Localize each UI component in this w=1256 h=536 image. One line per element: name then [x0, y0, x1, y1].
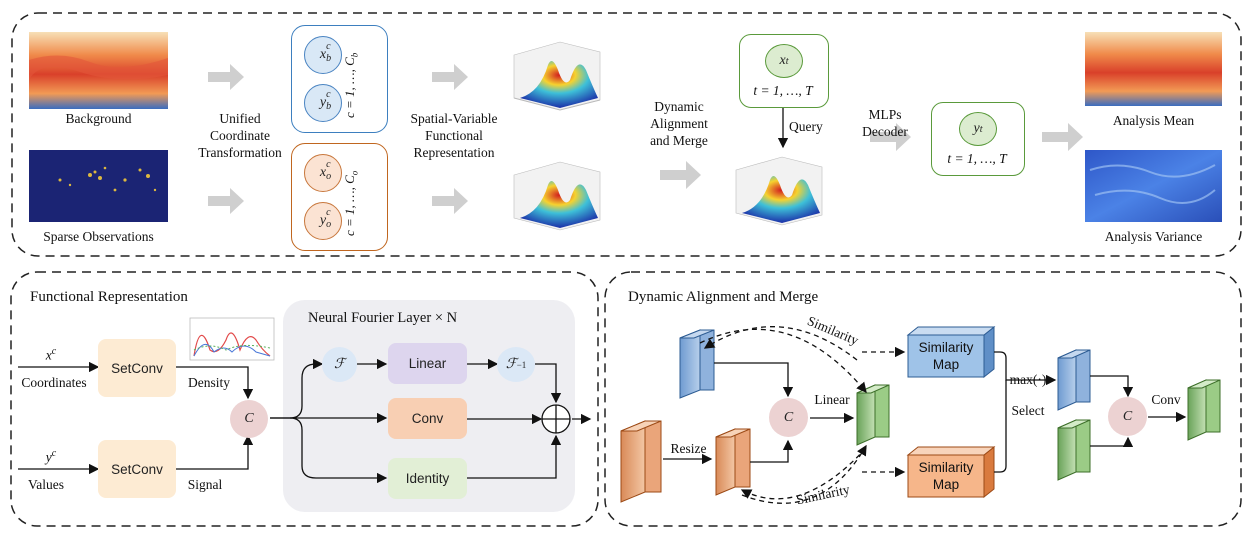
similarity-map-2-label-b: Map: [932, 477, 960, 492]
svfr-label-1: Spatial-Variable: [410, 111, 498, 126]
similarity-map-1-label-b: Map: [932, 357, 960, 372]
similarity-map-blue: [906, 325, 996, 379]
conv-block: Conv: [388, 398, 467, 439]
yc-label: yc: [45, 448, 57, 465]
dam-label-1: Dynamic: [654, 99, 704, 114]
resize-label: Resize: [670, 441, 707, 456]
unified-label-3: Transformation: [198, 145, 282, 160]
values-label: Values: [28, 477, 64, 492]
xt-range: t = 1, …, T: [753, 83, 813, 98]
coordinates-label: Coordinates: [21, 375, 87, 390]
obs-range-label: c = 1, …, Co: [342, 170, 360, 236]
feature-block-green-output: [1187, 379, 1221, 441]
similarity-map-2-label-a: Similarity: [918, 460, 974, 475]
concat-node: C: [230, 400, 268, 438]
analysis-variance-label: Analysis Variance: [1104, 229, 1203, 244]
similarity-map-orange: [906, 445, 996, 499]
signal-label: Signal: [187, 477, 223, 492]
top-panel: [11, 12, 1242, 257]
obs-vars-box: [291, 143, 388, 251]
nfl-title: Neural Fourier Layer × N: [308, 310, 458, 326]
unified-label-1: Unified: [219, 111, 261, 126]
feature-block-orange-small: [715, 428, 751, 496]
dynamic-title: Dynamic Alignment and Merge: [628, 289, 819, 305]
linear-block: Linear: [388, 343, 467, 384]
functional-title: Functional Representation: [30, 289, 188, 305]
unified-label-2: Coordinate: [210, 128, 270, 143]
density-mini-chart: [189, 317, 275, 361]
surface-plot-1: [513, 41, 601, 111]
xc-label: xc: [45, 346, 57, 363]
identity-block: Identity: [388, 458, 467, 499]
feature-block-green-right-1: [1057, 419, 1091, 481]
surface-plot-2: [513, 161, 601, 231]
analysis-mean-label: Analysis Mean: [1112, 113, 1195, 128]
density-label: Density: [188, 375, 230, 390]
dam-label-2: Alignment: [650, 116, 708, 131]
surface-plot-3: [735, 156, 823, 226]
flow-arrows: [208, 64, 1083, 214]
dam-label-3: and Merge: [650, 133, 708, 148]
similarity-map-1-label-a: Similarity: [918, 340, 974, 355]
svfr-label-2: Functional: [425, 128, 483, 143]
bg-range-label: c = 1, …, Cb: [342, 52, 360, 118]
feature-block-blue-right: [1057, 349, 1091, 411]
concat-node-final: C: [1108, 397, 1147, 436]
concat-node-dynamic: C: [769, 398, 808, 437]
setconv-coordinates: SetConv: [98, 339, 176, 397]
yt-range: t = 1, …, T: [947, 151, 1007, 166]
linear-label-dynamic: Linear: [814, 392, 850, 407]
max-label: max(·): [1009, 372, 1047, 387]
mlp-label-2: Decoder: [862, 124, 908, 139]
select-label: Select: [1011, 403, 1045, 418]
svfr-label-3: Representation: [413, 145, 495, 160]
inverse-fourier-node: ℱ−1: [497, 347, 535, 382]
conv-label-dynamic: Conv: [1151, 392, 1181, 407]
dynamic-panel: [604, 271, 1242, 527]
sparse-observations-image: [29, 150, 168, 222]
setconv-values: SetConv: [98, 440, 176, 498]
sparse-observations-label: Sparse Observations: [43, 229, 154, 244]
analysis-mean-image: [1085, 32, 1222, 106]
sum-node: [541, 404, 571, 434]
functional-panel: [10, 271, 599, 527]
query-label: Query: [789, 119, 823, 134]
feature-block-blue: [679, 329, 715, 399]
feature-block-green: [856, 384, 890, 446]
background-vars-box: [291, 25, 388, 133]
background-label: Background: [65, 111, 132, 126]
analysis-variance-image: [1085, 150, 1222, 222]
fourier-node: ℱ: [322, 347, 357, 382]
mlp-label-1: MLPs: [868, 107, 902, 122]
feature-block-orange-large: [620, 420, 662, 503]
